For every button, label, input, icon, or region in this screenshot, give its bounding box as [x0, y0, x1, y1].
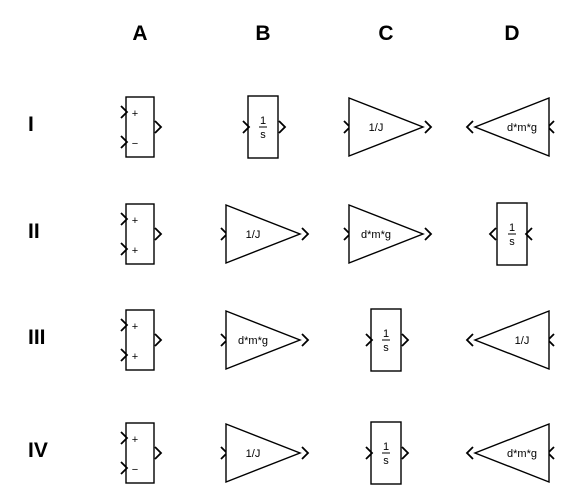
- integrator-numerator: 1: [260, 115, 266, 127]
- integrator-denominator: s: [509, 236, 515, 248]
- sum-input-port-1: [120, 431, 129, 445]
- integrator-output-port: [401, 446, 410, 460]
- integrator-denominator: s: [383, 455, 389, 467]
- sum-block-body: [125, 203, 155, 265]
- block-II-C: d*m*g: [343, 203, 433, 265]
- gain-block-body: [225, 203, 302, 265]
- block-III-D: 1/J: [465, 309, 555, 371]
- sum-output-port: [154, 333, 163, 347]
- sum-output-port: [154, 227, 163, 241]
- integrator-block-body: [247, 95, 279, 159]
- gain-label: 1/J: [246, 448, 261, 460]
- integrator-numerator: 1: [509, 222, 515, 234]
- integrator-numerator: 1: [383, 441, 389, 453]
- gain-block-body: [473, 422, 550, 484]
- row-header-I: I: [28, 113, 34, 136]
- gain-label: d*m*g: [238, 335, 268, 347]
- integrator-output-port: [278, 120, 287, 134]
- sum-input-port-1: [120, 105, 129, 119]
- column-header-B: B: [255, 22, 271, 45]
- integrator-denominator: s: [383, 342, 389, 354]
- sum-output-port: [154, 446, 163, 460]
- sum-input-port-2: [120, 348, 129, 362]
- block-IV-C: 1s: [365, 421, 410, 485]
- gain-output-port: [301, 227, 310, 241]
- sum-output-port: [154, 120, 163, 134]
- gain-label: d*m*g: [361, 229, 391, 241]
- block-II-D: 1s: [488, 202, 533, 266]
- sum-sign-1: +: [132, 215, 138, 227]
- row-header-III: III: [28, 326, 46, 349]
- gain-output-port: [301, 333, 310, 347]
- gain-block-body: [348, 96, 425, 158]
- block-II-A: ++: [120, 203, 163, 265]
- gain-output-port: [424, 227, 433, 241]
- gain-label: d*m*g: [507, 122, 537, 134]
- sum-input-port-2: [120, 135, 129, 149]
- sum-sign-1: +: [132, 321, 138, 333]
- block-II-B: 1/J: [220, 203, 310, 265]
- gain-block-body: [473, 309, 550, 371]
- gain-block-body: [225, 309, 302, 371]
- gain-block-body: [473, 96, 550, 158]
- row-header-IV: IV: [28, 439, 48, 462]
- sum-block-body: [125, 309, 155, 371]
- sum-sign-2: +: [132, 245, 138, 257]
- gain-block-body: [348, 203, 425, 265]
- sum-input-port-1: [120, 318, 129, 332]
- sum-sign-1: +: [132, 108, 138, 120]
- block-I-B: 1s: [242, 95, 287, 159]
- sum-block-body: [125, 422, 155, 484]
- sum-input-port-1: [120, 212, 129, 226]
- sum-sign-2: −: [132, 464, 138, 476]
- gain-label: d*m*g: [507, 448, 537, 460]
- block-III-A: ++: [120, 309, 163, 371]
- sum-block-body: [125, 96, 155, 158]
- sum-sign-1: +: [132, 434, 138, 446]
- column-header-C: C: [378, 22, 394, 45]
- integrator-input-port: [242, 120, 251, 134]
- integrator-input-port: [524, 227, 533, 241]
- gain-block-body: [225, 422, 302, 484]
- sum-sign-2: −: [132, 138, 138, 150]
- gain-output-port: [465, 333, 474, 347]
- gain-label: 1/J: [369, 122, 384, 134]
- gain-output-port: [465, 446, 474, 460]
- column-header-D: D: [504, 22, 520, 45]
- integrator-numerator: 1: [383, 328, 389, 340]
- column-header-A: A: [132, 22, 148, 45]
- gain-output-port: [301, 446, 310, 460]
- gain-label: 1/J: [246, 229, 261, 241]
- gain-output-port: [424, 120, 433, 134]
- sum-sign-2: +: [132, 351, 138, 363]
- integrator-denominator: s: [260, 129, 266, 141]
- block-I-C: 1/J: [343, 96, 433, 158]
- gain-output-port: [465, 120, 474, 134]
- sum-input-port-2: [120, 242, 129, 256]
- integrator-output-port: [488, 227, 497, 241]
- block-IV-B: 1/J: [220, 422, 310, 484]
- block-III-B: d*m*g: [220, 309, 310, 371]
- integrator-output-port: [401, 333, 410, 347]
- block-IV-A: +−: [120, 422, 163, 484]
- row-header-II: II: [28, 220, 40, 243]
- sum-input-port-2: [120, 461, 129, 475]
- block-I-A: +−: [120, 96, 163, 158]
- block-IV-D: d*m*g: [465, 422, 555, 484]
- block-III-C: 1s: [365, 308, 410, 372]
- integrator-input-port: [365, 333, 374, 347]
- integrator-input-port: [365, 446, 374, 460]
- gain-label: 1/J: [515, 335, 530, 347]
- block-I-D: d*m*g: [465, 96, 555, 158]
